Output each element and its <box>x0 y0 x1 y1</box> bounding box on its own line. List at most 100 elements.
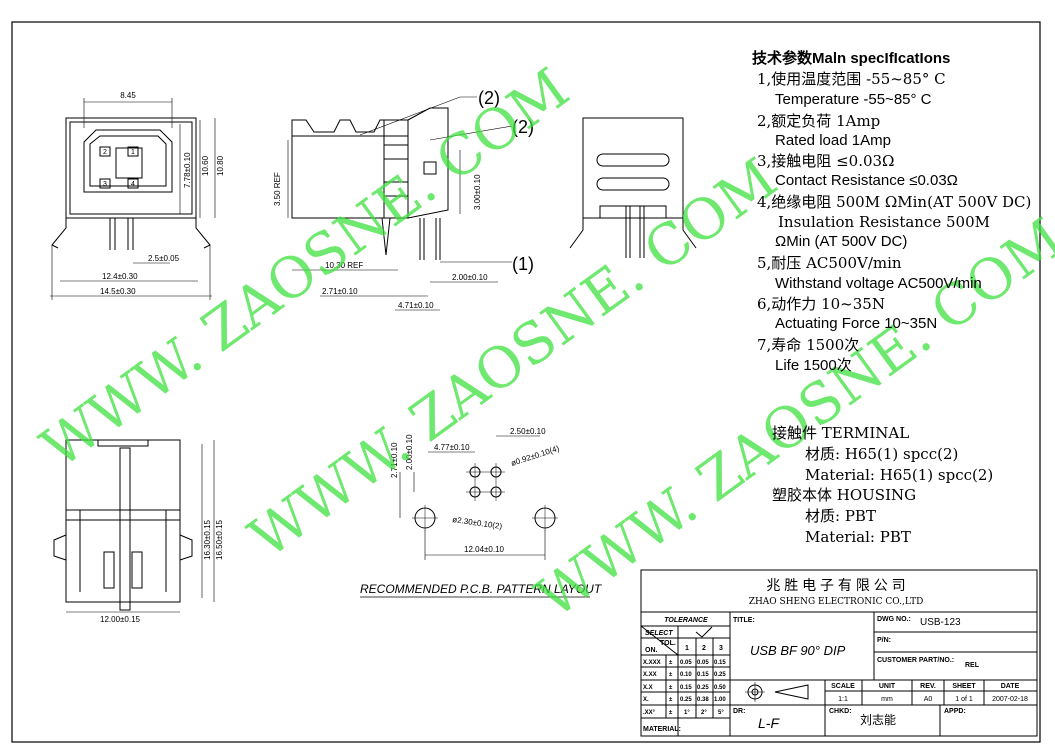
material-label: MATERIAL: <box>643 726 681 733</box>
tol-row-sign: ± <box>669 697 673 703</box>
scale-value: 1:1 <box>838 696 848 703</box>
dim-12-00: 12.00±0.15 <box>100 615 141 624</box>
dim-10-30-ref: 10.30 REF <box>325 261 363 270</box>
cust-value: REL <box>965 662 980 669</box>
tol-col-1: 1 <box>685 645 689 652</box>
pn-label: P/N: <box>877 637 891 644</box>
pin-labels: 2 1 3 4 <box>103 149 135 188</box>
dim-3-50-ref: 3.50 REF <box>273 172 282 206</box>
tol-row-key: X.XX <box>643 672 657 678</box>
callout-label: (1) <box>512 254 534 274</box>
dim-2-50: 2.50±0.10 <box>510 427 546 436</box>
housing-material-cn: 材质: PBT <box>805 507 876 525</box>
spec-line-en: Contact Resistance ≤0.03Ω <box>775 172 958 189</box>
date-label: DATE <box>1001 683 1020 690</box>
callout-label: (2) <box>512 117 534 137</box>
chkd-value: 刘志能 <box>860 713 896 727</box>
rear-view <box>569 117 697 258</box>
tol-row-val: 1° <box>684 710 690 716</box>
tol-row-val: 0.25 <box>680 697 692 703</box>
tol-row-val: 2° <box>701 710 707 716</box>
side-dimensions: 3.50 REF 3.00±0.10 10.30 REF 2.00±0.10 2… <box>273 172 488 310</box>
scale-label: SCALE <box>831 683 855 690</box>
tol-row-sign: ± <box>669 685 673 691</box>
dim-2-71: 2.71±0.10 <box>390 442 399 478</box>
company-name-en: ZHAO SHENG ELECTRONIC CO.,LTD <box>749 597 924 607</box>
title-value: USB BF 90° DIP <box>750 643 846 658</box>
dim-2-71: 2.71±0.10 <box>322 287 358 296</box>
dwg-value: USB-123 <box>920 617 961 628</box>
terminal-heading: 接触件 TERMINAL <box>772 424 910 442</box>
unit-label: UNIT <box>879 683 896 690</box>
spec-line-en: Temperature -55~85° C <box>775 91 932 108</box>
sheet-label: SHEET <box>952 683 976 690</box>
title-label: TITLE: <box>733 617 755 624</box>
dim-width-top: 8.45 <box>120 91 136 100</box>
tol-row-val: 0.38 <box>697 697 709 703</box>
dim-16-30: 16.30±0.15 <box>203 519 212 560</box>
title-block-text: 兆 胜 电 子 有 限 公 司 ZHAO SHENG ELECTRONIC CO… <box>643 577 1028 733</box>
tol-row-key: X. <box>643 697 649 703</box>
dim-hole-230: ø2.30±0.10(2) <box>452 515 503 531</box>
tol-row-val: 1.00 <box>714 697 726 703</box>
tol-row-val: 0.05 <box>680 660 692 666</box>
spec-line-en: Actuating Force 10~35N <box>775 315 938 332</box>
dim-2-00: 2.00±0.10 <box>452 273 488 282</box>
chkd-label: CHKD: <box>829 708 852 715</box>
housing-heading: 塑胶本体 HOUSING <box>772 486 917 504</box>
dr-label: DR: <box>733 708 745 715</box>
rev-value: A0 <box>924 696 933 703</box>
bottom-view <box>53 439 215 613</box>
pin-label: 1 <box>131 149 135 156</box>
tol-row-key: .XX° <box>643 710 656 716</box>
spec-line-en: Withstand voltage AC500V/min <box>775 275 982 292</box>
appd-label: APPD: <box>944 708 966 715</box>
dim-h2: 10.60 <box>201 155 210 176</box>
tol-row-sign: ± <box>669 672 673 678</box>
spec-line-en: Rated load 1Amp <box>775 132 891 149</box>
spec-line-cn: 2,额定负荷 1Amp <box>757 112 881 130</box>
terminal-material-cn: 材质: H65(1) spcc(2) <box>805 445 959 463</box>
spec-line-cn: 7,寿命 1500次 <box>757 336 860 354</box>
pin-label: 4 <box>131 181 135 188</box>
sheet-border <box>11 21 1041 743</box>
tol-col-3: 3 <box>719 645 723 652</box>
dim-16-50: 16.50±0.15 <box>215 519 224 560</box>
dim-3-00: 3.00±0.10 <box>473 174 482 210</box>
spec-line-en: Life 1500次 <box>775 357 852 374</box>
cust-label: CUSTOMER PART/NO.: <box>877 657 954 664</box>
pcb-layout <box>360 435 590 598</box>
dim-h3: 10.80 <box>216 155 225 176</box>
dr-value: L-F <box>758 715 780 731</box>
spec-line-en: Insulation Resistance 500M <box>778 213 990 231</box>
dim-2-00: 2.00±0.10 <box>405 434 414 470</box>
front-view <box>50 98 216 300</box>
dim-pitch: 2.5±0.05 <box>148 254 180 263</box>
spec-line-cn: 4,绝缘电阻 500M ΩMin(AT 500V DC) <box>757 193 1032 211</box>
pin-label: 2 <box>103 149 107 156</box>
callout-labels: (2) (2) (1) <box>478 88 534 274</box>
dim-4-71: 4.71±0.10 <box>398 301 434 310</box>
unit-value: mm <box>881 696 893 703</box>
spec-line-cn: 3,接触电阻 ≤0.03Ω <box>757 152 895 170</box>
spec-line-en: ΩMin (AT 500V DC) <box>775 233 908 250</box>
spec-line-cn: 1,使用温度范围 -55~85° C <box>757 70 946 88</box>
tol-row-val: 0.50 <box>714 685 726 691</box>
tol-row-val: 0.25 <box>714 672 726 678</box>
date-value: 2007-02-18 <box>992 696 1028 703</box>
terminal-material-en: Material: H65(1) spcc(2) <box>805 466 994 484</box>
tol-row-val: 0.25 <box>697 685 709 691</box>
tol-row-sign: ± <box>669 660 673 666</box>
tol-col-2: 2 <box>702 645 706 652</box>
spec-line-cn: 6,动作力 10~35N <box>757 295 885 313</box>
dim-h1: 7.78±0.10 <box>183 152 192 188</box>
front-dimensions: 8.45 7.78±0.10 10.60 10.80 2.5±0.05 12.4… <box>100 91 225 296</box>
tol-row-val: 0.15 <box>697 672 709 678</box>
tol-label: TOL. <box>660 640 676 647</box>
tol-row-val: 5° <box>718 710 724 716</box>
pcb-caption: RECOMMENDED P.C.B. PATTERN LAYOUT <box>360 582 603 596</box>
sheet-value: 1 of 1 <box>955 696 973 703</box>
spec-heading: 技术参数Maln specIfIcatIons <box>752 50 951 67</box>
tol-row-val: 0.10 <box>680 672 692 678</box>
